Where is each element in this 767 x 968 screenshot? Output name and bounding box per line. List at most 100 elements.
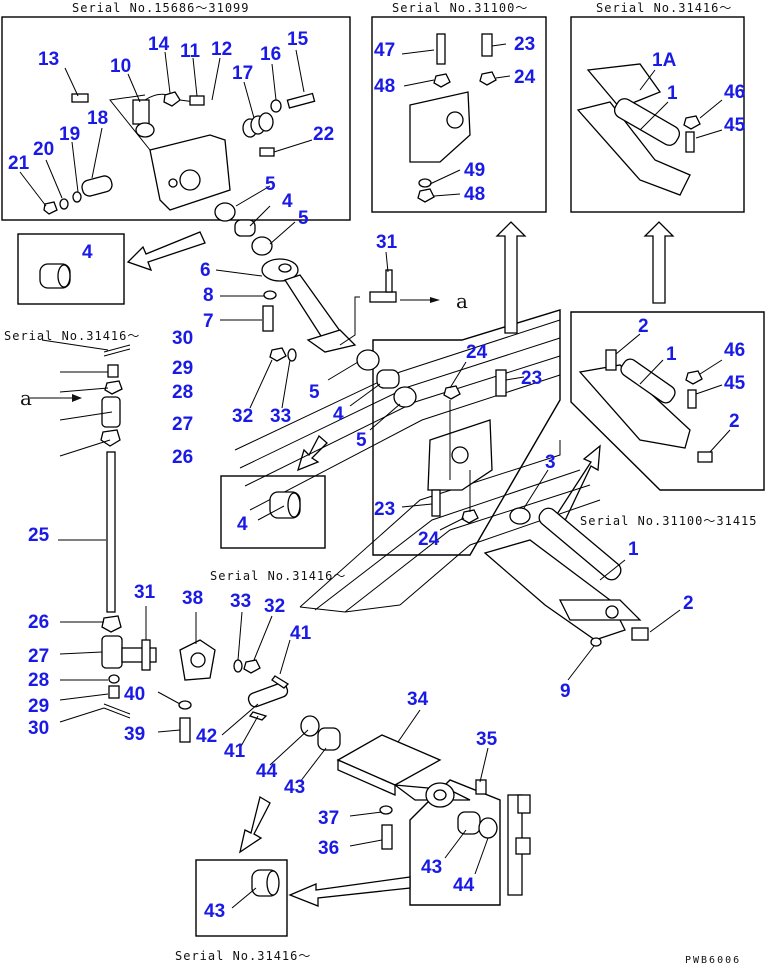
pedal-right-boxed: [578, 349, 713, 463]
bushing-4-inset: [39, 263, 71, 289]
bracket-38: [178, 639, 261, 743]
callout-29-top: 29: [172, 358, 193, 379]
frame-bushing-4-center: [220, 475, 326, 549]
callout-9: 9: [560, 681, 571, 702]
callout-3: 3: [545, 452, 556, 473]
serial-label-center: Serial No.31416～: [210, 569, 346, 583]
callout-26-top: 26: [172, 447, 193, 468]
callout-5-center-a: 5: [309, 382, 320, 403]
pedal-top-right: [576, 63, 701, 196]
arrow-up-right: [643, 221, 675, 304]
callout-28-lower: 28: [28, 670, 49, 691]
bushings-44-43: [300, 715, 341, 751]
leader-lines: [19, 43, 731, 909]
frame-top-right: [570, 16, 745, 213]
callout-1-top-right: 1: [667, 83, 678, 104]
callout-38: 38: [182, 588, 203, 609]
bushings-5-4-5-center: [356, 349, 417, 408]
callout-26-lower: 26: [28, 612, 49, 633]
callout-21: 21: [8, 153, 30, 174]
arrow-left-lower: [288, 876, 411, 907]
callout-32-center: 32: [232, 406, 253, 427]
callout-24-top: 24: [514, 67, 536, 88]
serial-label-mid-right: Serial No.31100～31415: [580, 514, 758, 528]
bolt-15: [286, 92, 316, 109]
bushing-18: [81, 175, 113, 197]
serial-label-top-mid: Serial No.31100～: [392, 1, 528, 15]
callout-45-right: 45: [724, 373, 746, 394]
callout-37: 37: [318, 808, 339, 829]
serial-label-bottom: Serial No.31416～: [175, 949, 311, 963]
callout-46-top: 46: [724, 82, 745, 103]
callout-24-center: 24: [466, 342, 488, 363]
callout-31-top: 31: [376, 232, 398, 253]
callout-22: 22: [313, 124, 334, 145]
callout-5-top-a: 5: [265, 174, 276, 195]
callout-33-lower: 33: [230, 591, 251, 612]
callout-1A: 1A: [652, 50, 677, 71]
callout-numbers: 13 14 11 12 16 15 10 17 18 19 20 21 22 5…: [8, 29, 746, 922]
callout-44-mid: 44: [256, 761, 278, 782]
bracket-6: [261, 258, 357, 353]
bushing-4-center-box: [269, 491, 301, 519]
callout-48-top: 48: [374, 76, 395, 97]
callout-43-lower: 43: [421, 857, 442, 878]
callout-33-center: 33: [270, 406, 291, 427]
callout-44-lower: 44: [453, 875, 475, 896]
grease-fitting-31-top: [339, 269, 440, 346]
callout-43-mid: 43: [284, 777, 305, 798]
serial-label-mid-left: Serial No.31416～: [4, 329, 140, 343]
callout-8: 8: [203, 285, 214, 306]
bracket-top-mid: [409, 33, 497, 203]
callout-7: 7: [203, 311, 214, 332]
pedal-1-main: [483, 507, 649, 647]
callout-23-lower: 23: [374, 499, 395, 520]
rod-assembly-upper: [30, 344, 131, 447]
callout-12: 12: [211, 39, 232, 60]
callout-4-top: 4: [282, 191, 293, 212]
callout-16: 16: [260, 44, 281, 65]
nut-32-spring-33: [269, 347, 297, 362]
callout-41-upper: 41: [290, 623, 312, 644]
callout-15: 15: [287, 29, 309, 50]
callout-13: 13: [38, 49, 59, 70]
rod-assembly-lower: [101, 615, 157, 719]
callout-41-lower: 41: [224, 741, 246, 762]
callout-23-top: 23: [514, 34, 535, 55]
arrow-down-lower: [239, 795, 271, 854]
callout-25: 25: [28, 525, 50, 546]
callout-29-lower: 29: [28, 696, 49, 717]
rod-25: [106, 451, 116, 613]
callout-49: 49: [464, 160, 485, 181]
callout-2-right-bottom: 2: [729, 411, 740, 432]
callout-35: 35: [476, 729, 498, 750]
callout-2-main: 2: [683, 593, 694, 614]
callout-47: 47: [374, 40, 395, 61]
bushings-5-4-5-top: [214, 202, 273, 256]
callout-31-lower: 31: [134, 582, 156, 603]
frame-bracket-mid: [372, 309, 561, 556]
frame-top-left: [1, 16, 351, 221]
bracket-34: [336, 734, 487, 850]
callout-27-lower: 27: [28, 646, 49, 667]
callout-24-lower: 24: [418, 529, 440, 550]
callout-1-main: 1: [628, 539, 639, 560]
callout-1-right: 1: [666, 344, 677, 365]
arrow-left-top: [126, 231, 206, 272]
callout-6: 6: [200, 260, 211, 281]
callout-10: 10: [110, 56, 131, 77]
bracket-center: [427, 369, 531, 525]
callout-4-center: 4: [333, 404, 344, 425]
callout-27-top: 27: [172, 414, 193, 435]
callout-42: 42: [196, 726, 217, 747]
callout-46-right: 46: [724, 340, 745, 361]
spring-17: [242, 112, 274, 138]
callout-30-lower: 30: [28, 718, 49, 739]
callout-28-top: 28: [172, 382, 193, 403]
callout-43-box: 43: [204, 901, 225, 922]
frame-top-mid: [371, 16, 547, 213]
bolt-13: [71, 93, 89, 103]
callout-11: 11: [180, 41, 201, 62]
linkage-lower-right: [507, 794, 531, 896]
